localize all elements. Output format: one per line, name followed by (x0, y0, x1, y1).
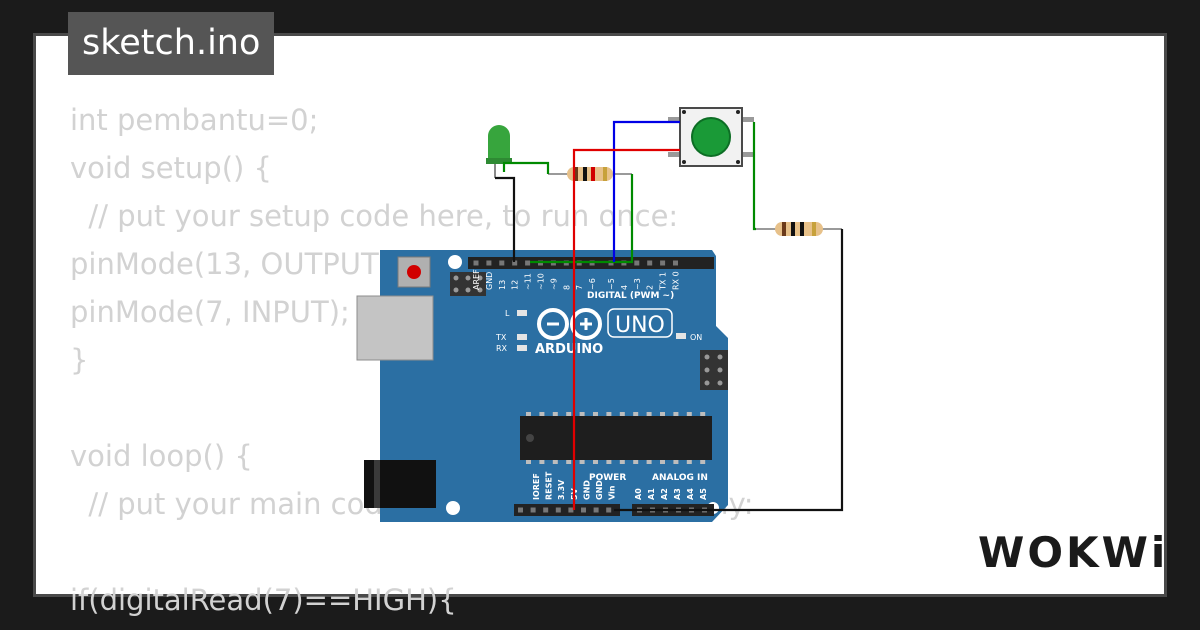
power-header[interactable] (514, 504, 620, 516)
header-pin[interactable] (512, 260, 518, 266)
header-pin[interactable] (530, 507, 536, 513)
resistor-1[interactable] (548, 167, 632, 181)
digital-pin-label: AREF (472, 269, 481, 290)
board-model: UNO (615, 313, 665, 338)
code-line: // put your setup code here, to run once… (70, 199, 679, 233)
l-led (517, 310, 527, 316)
analog-label: ANALOG IN (652, 473, 708, 483)
mounting-hole (448, 255, 462, 269)
header-pin[interactable] (555, 507, 561, 513)
header-pin[interactable] (525, 260, 531, 266)
analog-pin-label: A3 (673, 488, 682, 500)
wire-red-5v (572, 148, 680, 510)
digital-pin-label: ~11 (524, 273, 533, 290)
digital-pin-label: 13 (498, 280, 507, 290)
code-editor-background: int pembantu=0; void setup() { // put yo… (70, 96, 754, 624)
header-pin[interactable] (606, 507, 612, 513)
header-pin[interactable] (673, 260, 678, 266)
file-tab[interactable]: sketch.ino (68, 12, 275, 75)
usb-port (356, 295, 434, 361)
power-pin-label: IOREF (532, 473, 541, 500)
header-pin[interactable] (499, 260, 505, 266)
digital-pin-label: GND (485, 272, 494, 290)
header-pin[interactable] (518, 507, 523, 513)
wire-black-gnd2 (614, 229, 844, 512)
digital-pin-label: 2 (646, 285, 655, 290)
header-pin[interactable] (634, 260, 640, 266)
power-pin-label: GND (595, 480, 604, 500)
code-line: pinMode(13, OUTPUT); (70, 247, 400, 281)
l-label: L (505, 309, 510, 318)
power-pin-label: GND (582, 480, 591, 500)
green-led[interactable] (486, 125, 512, 178)
analog-pin-label: A2 (660, 488, 669, 500)
digital-pin-label: ~3 (633, 278, 642, 290)
header-pin[interactable] (660, 260, 666, 266)
wire-blue-pin7 (612, 120, 680, 262)
wire-black-gnd (495, 176, 516, 262)
arduino-logo-icon (537, 308, 602, 340)
on-label: ON (690, 333, 702, 342)
digital-pin-label: ~9 (549, 278, 558, 290)
power-label: POWER (589, 473, 626, 483)
wires (495, 120, 844, 512)
code-line: if(digitalRead(7)==HIGH){ (70, 583, 457, 617)
digital-pin-label: TX 1 (659, 272, 668, 291)
wire-green-pin13 (530, 174, 634, 264)
code-line: void loop() { (70, 439, 253, 473)
on-led (676, 333, 686, 339)
tx-label: TX (495, 333, 507, 342)
digital-pin-label: ~6 (588, 278, 597, 290)
power-pin-label: 3.3V (557, 479, 566, 500)
header-pin[interactable] (473, 260, 479, 266)
push-button[interactable] (668, 107, 754, 167)
wire-green-button (752, 122, 756, 231)
arduino-brand: ARDUINO (535, 342, 603, 357)
code-line: } (70, 343, 89, 377)
power-pin-label: RESET (545, 471, 554, 500)
atmega-chip (520, 416, 712, 460)
code-line: pinMode(7, INPUT); (70, 295, 350, 329)
tx-led (517, 334, 527, 340)
wire-green-led (502, 161, 550, 174)
digital-pin-label: 8 (562, 285, 571, 290)
digital-pin-label: 12 (511, 280, 520, 290)
analog-pin-label: A0 (634, 488, 643, 500)
analog-pin-label: A1 (647, 488, 656, 500)
analog-pin-label: A5 (699, 488, 708, 500)
rx-led (517, 345, 527, 351)
digital-pin-label: RX 0 (672, 271, 681, 290)
analog-pin-label: A4 (686, 488, 695, 500)
header-pin[interactable] (581, 507, 586, 513)
header-pin[interactable] (543, 507, 549, 513)
digital-pin-label: 7 (575, 285, 584, 290)
header-pin[interactable] (593, 507, 599, 513)
digital-pin-label: ~10 (537, 273, 546, 290)
wokwi-logo: WOKWi (978, 528, 1169, 577)
rx-label: RX (496, 344, 508, 353)
code-line: void setup() { (70, 151, 272, 185)
icsp-header (450, 272, 486, 296)
digital-pin-label: 4 (620, 285, 629, 290)
header-pin[interactable] (647, 260, 653, 266)
digital-pin-label: ~5 (607, 278, 616, 290)
resistor-2[interactable] (756, 222, 842, 236)
header-pin[interactable] (568, 507, 574, 513)
code-line: int pembantu=0; (70, 103, 319, 137)
header-pin[interactable] (486, 260, 492, 266)
power-pin-label: Vin (608, 485, 617, 500)
mounting-hole (446, 501, 460, 515)
digital-label: DIGITAL (PWM ~) (587, 291, 674, 301)
